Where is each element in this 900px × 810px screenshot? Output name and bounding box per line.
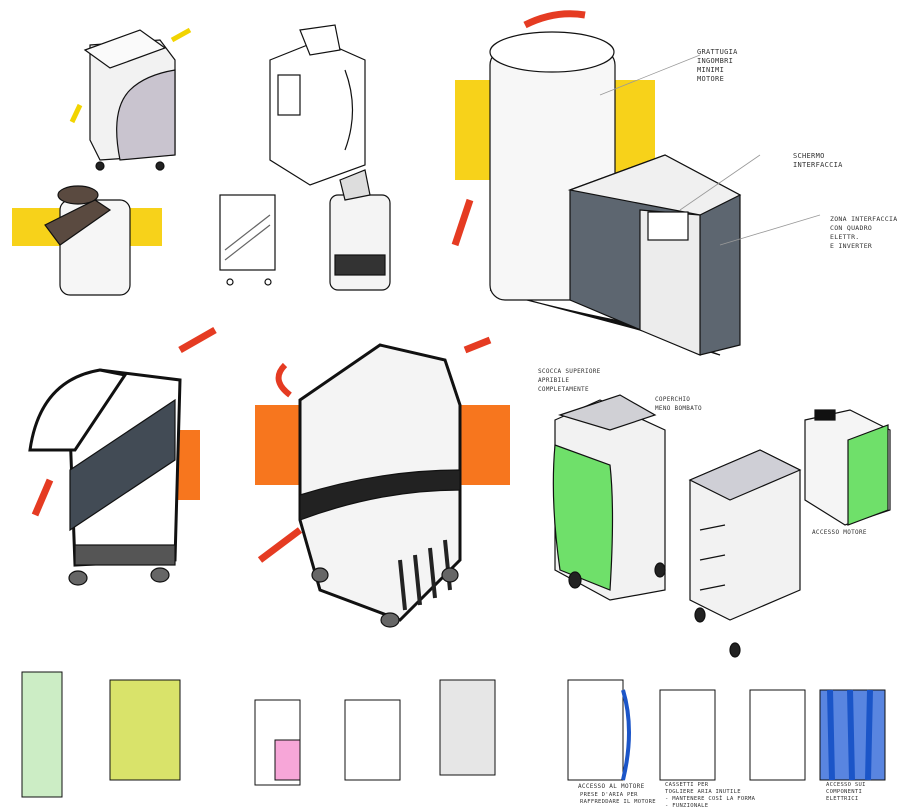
bottom-sketch-8 [749, 689, 806, 781]
sketch-grater-small-2 [44, 185, 131, 296]
annotation-electrical-access: ACCESSO SUI COMPONENTI ELETTRICI [826, 782, 866, 802]
annotation-motor: GRATTUGIA INGOMBRI MINIMI MOTORE [697, 48, 738, 83]
sketch-diagonal-band [28, 368, 182, 586]
bottom-sketch-4 [344, 699, 401, 781]
bottom-sketch-5 [439, 679, 496, 776]
annotation-interface-zone: ZONA INTERFACCIA CON QUADRO ELETTR. E IN… [830, 215, 898, 250]
annotation-motor-access: ACCESSO MOTORE [812, 529, 867, 536]
annotation-lid: COPERCHIO MENO BOMBATO [655, 396, 702, 412]
bottom-sketch-1 [21, 671, 63, 798]
annotation-motor-access-2: ACCESSO AL MOTORE [578, 783, 645, 790]
arrow-red [523, 10, 586, 29]
bottom-sketch-7 [659, 689, 716, 781]
sketch-drawer-model [688, 449, 802, 658]
sketch-outline-3 [269, 24, 366, 186]
bottom-sketch-2 [109, 679, 181, 781]
sketch-main-grater [489, 31, 742, 356]
annotation-screen: SCHERMO INTERFACCIA [793, 152, 843, 169]
sketch-outline-5 [329, 169, 391, 291]
annotation-drawers: CASSETTI PER TOGLIERE ARIA INUTILE - MAN… [665, 782, 756, 809]
arrow-yellow [170, 27, 192, 43]
bottom-sketch-6 [567, 679, 624, 781]
sketch-outline-4 [219, 194, 276, 286]
sketch-green-model-1 [552, 394, 666, 601]
sketch-grater-small-1 [83, 29, 176, 171]
annotation-upper-shell: SCOCCA SUPERIORE APRIBILE COMPLETAMENTE [538, 368, 601, 393]
sketch-faceted-grater [298, 343, 462, 628]
annotation-air-intakes: PRESE D'ARIA PER RAFFREDDARE IL MOTORE [580, 792, 656, 805]
sketch-green-model-2 [804, 409, 891, 526]
